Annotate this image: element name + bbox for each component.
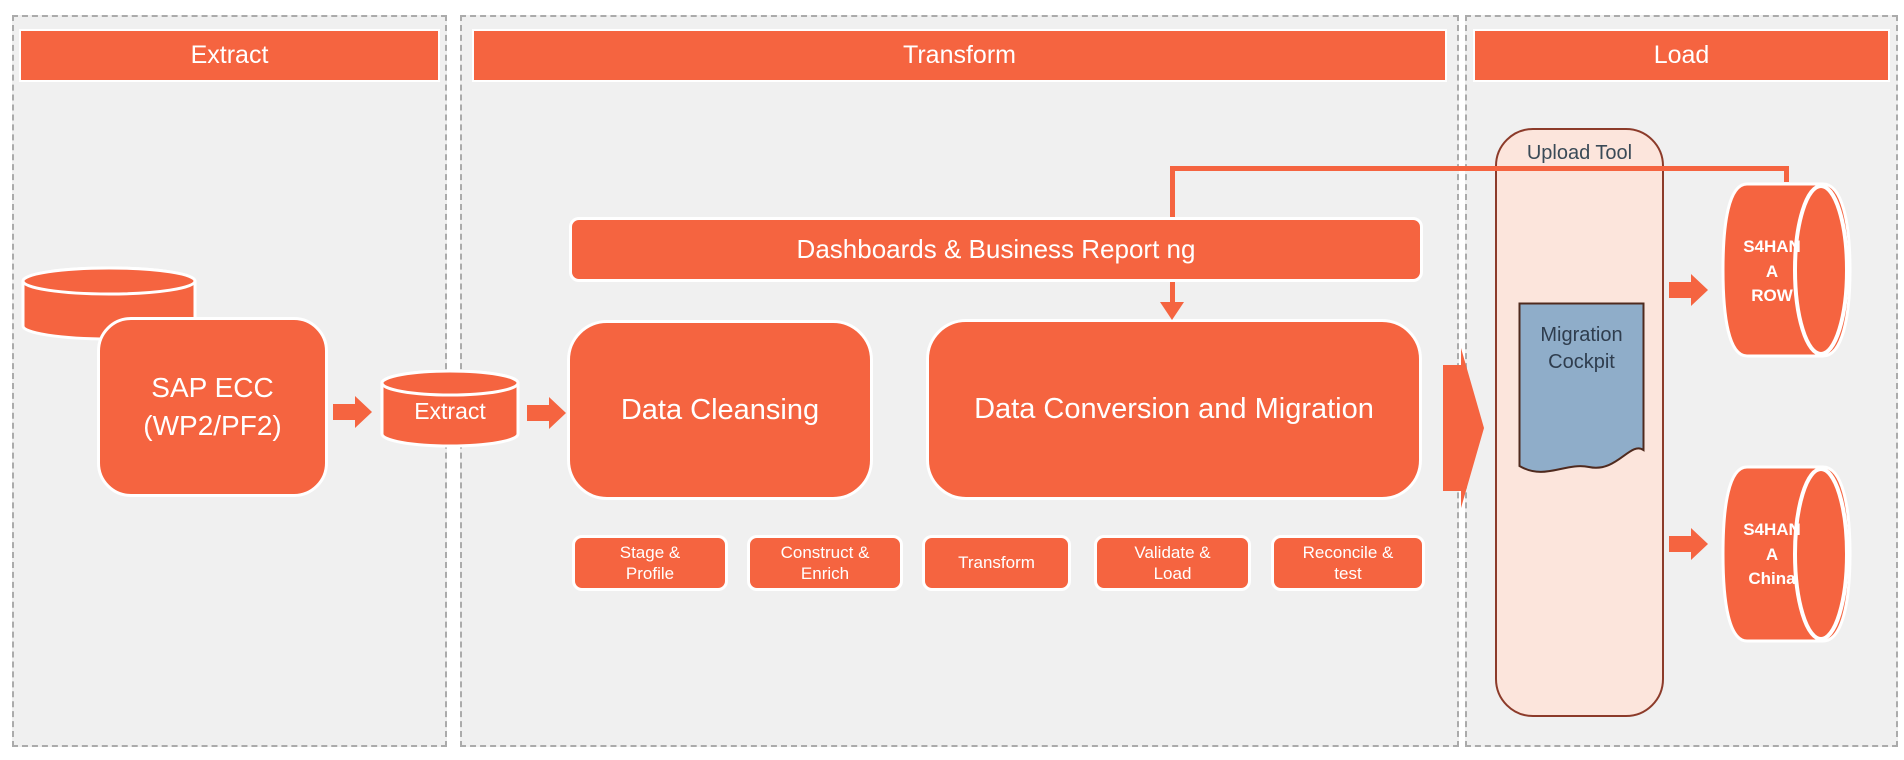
- sap-ecc-label-line2: (WP2/PF2): [143, 410, 282, 441]
- step-stage-profile: Stage & Profile: [572, 535, 728, 591]
- connector-right-drop-segment: [1784, 166, 1789, 182]
- data-cleansing-box: Data Cleansing: [567, 320, 873, 500]
- load-panel-title: Load: [1653, 41, 1710, 69]
- dashboards-reporting-bar: Dashboards & Business Report ng: [569, 217, 1423, 282]
- arrow-upload-to-row-icon: [1669, 274, 1708, 306]
- step-transform: Transform: [922, 535, 1071, 591]
- connector-vertical-upper-segment: [1170, 166, 1175, 217]
- step-reconcile-test-label: Reconcile & test: [1302, 542, 1394, 583]
- migration-cockpit-document-icon: [1518, 302, 1645, 473]
- data-conversion-label: Data Conversion and Migration: [974, 393, 1374, 425]
- s4hana-row-cylinder-icon: [1721, 182, 1852, 358]
- data-cleansing-label: Data Cleansing: [620, 393, 820, 426]
- s4hana-china-cylinder-icon: [1721, 465, 1852, 643]
- arrow-extract-to-cleansing-icon: [527, 397, 566, 429]
- extract-panel-title: Extract: [190, 41, 269, 69]
- s4hana-china-label: S4HAN A China: [1743, 520, 1801, 589]
- sap-ecc-box: SAP ECC (WP2/PF2): [97, 317, 328, 497]
- upload-tool-label: Upload Tool: [1526, 142, 1633, 164]
- transform-panel-header: Transform: [472, 29, 1447, 82]
- extract-cylinder-icon: [380, 370, 520, 448]
- connector-horizontal-line: [1172, 166, 1789, 171]
- data-conversion-box: Data Conversion and Migration: [926, 319, 1422, 500]
- step-reconcile-test: Reconcile & test: [1271, 535, 1425, 591]
- arrow-sap-to-extract-icon: [333, 396, 372, 428]
- sap-ecc-label-line1: SAP ECC: [151, 372, 274, 404]
- transform-to-load-arrow-icon: [1443, 348, 1484, 508]
- step-construct-enrich-label: Construct & Enrich: [780, 542, 870, 583]
- step-validate-load: Validate & Load: [1094, 535, 1251, 591]
- migration-cockpit-label: Migration Cockpit: [1540, 324, 1623, 373]
- s4hana-row-label: S4HAN A ROW: [1743, 237, 1801, 306]
- transform-panel-title: Transform: [903, 41, 1016, 69]
- extract-panel-header: Extract: [19, 29, 440, 82]
- connector-vertical-lower-segment: [1170, 282, 1175, 304]
- step-transform-label: Transform: [958, 553, 1035, 573]
- step-stage-profile-label: Stage & Profile: [619, 542, 681, 583]
- step-construct-enrich: Construct & Enrich: [747, 535, 903, 591]
- connector-down-arrowhead-icon: [1160, 302, 1184, 320]
- load-panel-header: Load: [1473, 29, 1890, 82]
- dashboards-reporting-label: Dashboards & Business Report ng: [796, 234, 1196, 264]
- arrow-upload-to-china-icon: [1669, 528, 1708, 560]
- step-validate-load-label: Validate & Load: [1134, 542, 1211, 583]
- extract-cylinder-label: Extract: [414, 398, 486, 424]
